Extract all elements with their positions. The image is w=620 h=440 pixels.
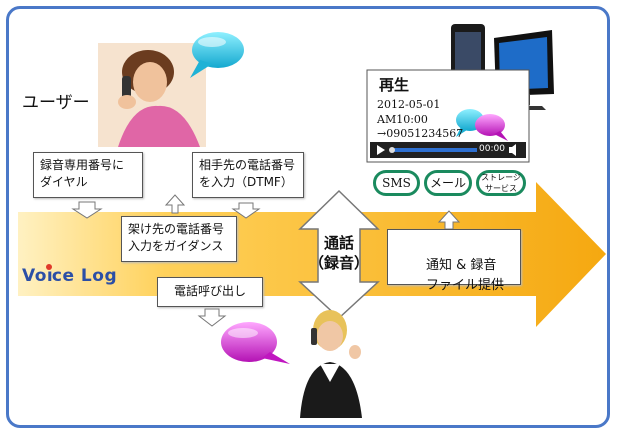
outer-frame [6, 6, 610, 428]
player-title: 再生 [379, 76, 410, 94]
record-label: （録音） [308, 254, 369, 272]
user-label: ユーザー [22, 93, 90, 113]
user-photo [98, 43, 206, 147]
note-guidance: 架け先の電話番号 入力をガイダンス [121, 216, 237, 262]
note-notify-file: 通知 & 録音 ファイル提供 [387, 229, 521, 293]
down-arrow-icon [197, 308, 227, 327]
call-record-label: 通話 （録音） [308, 233, 370, 273]
player-elapsed-time: 00:00 [479, 144, 505, 154]
player-number: →09051234567 [377, 127, 464, 140]
play-icon [377, 145, 385, 155]
speech-bubble-icon [475, 114, 505, 136]
player-time: AM10:00 [377, 113, 428, 126]
notify-label: 通知 & 録音 ファイル提供 [426, 258, 505, 293]
seek-handle [389, 147, 395, 153]
channel-storage-button[interactable]: ストレージ サービス [476, 170, 526, 196]
up-arrow-icon [164, 194, 186, 214]
speech-bubble-icon [190, 32, 244, 78]
down-arrow-icon [71, 201, 103, 219]
note-call-out: 電話呼び出し [157, 277, 263, 307]
volume-icon [509, 144, 516, 156]
down-arrow-icon [231, 202, 261, 219]
seek-bar [391, 148, 477, 152]
call-label: 通話 [323, 234, 354, 252]
up-arrow-icon [437, 210, 461, 230]
note-enter-dtmf: 相手先の電話番号 を入力（DTMF） [192, 152, 304, 198]
note-dial-recording-number: 録音専用番号に ダイヤル [33, 152, 143, 198]
player-date: 2012-05-01 [377, 98, 441, 111]
speech-bubble-icon [221, 322, 290, 364]
channel-sms-button[interactable]: SMS [373, 170, 420, 196]
callee-photo [300, 310, 362, 418]
channel-mail-button[interactable]: メール [424, 170, 472, 196]
